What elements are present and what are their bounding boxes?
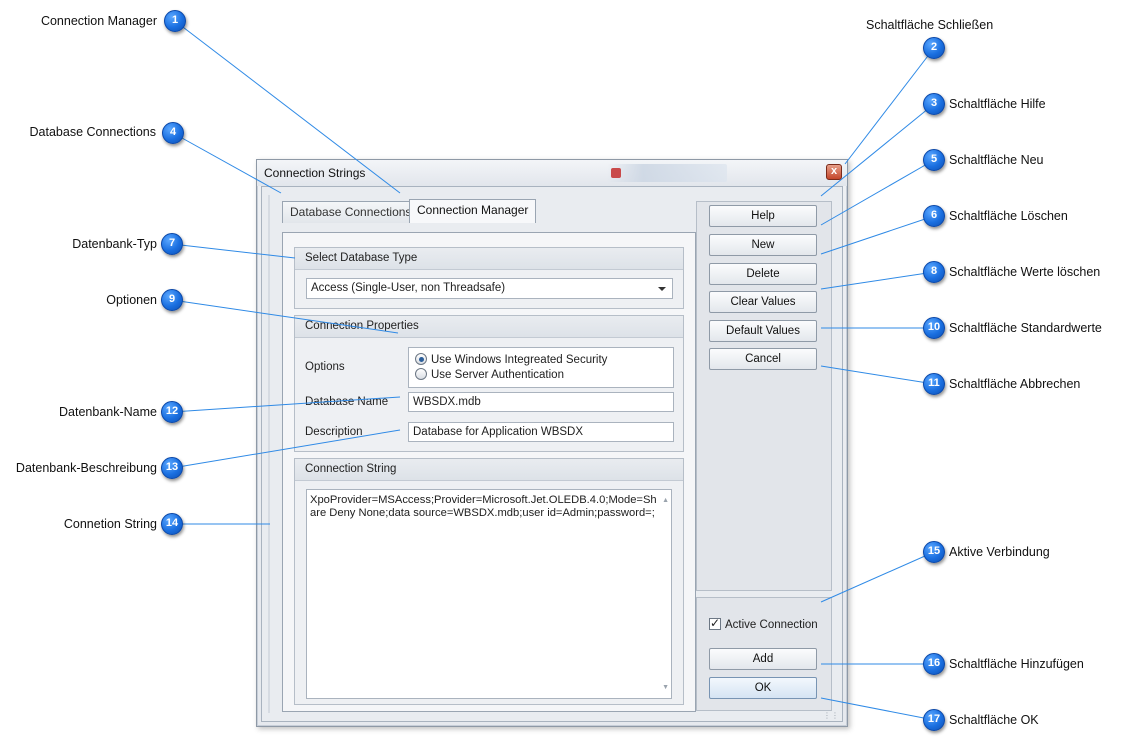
callout-label: Datenbank-Typ (72, 237, 157, 251)
radio-label: Use Windows Integreated Security (431, 354, 608, 366)
confirm-panel: Active Connection Add OK (696, 597, 832, 711)
database-type-select[interactable]: Access (Single-User, non Threadsafe) (306, 278, 673, 299)
callout-number: 12 (161, 401, 183, 423)
callout-label: Schaltfläche Hilfe (949, 97, 1046, 111)
window-title: Connection Strings (264, 166, 366, 180)
delete-button[interactable]: Delete (709, 263, 817, 285)
select-database-type-group: Select Database Type Access (Single-User… (294, 247, 684, 309)
ok-button[interactable]: OK (709, 677, 817, 699)
leader-2 (844, 47, 935, 165)
scroll-up-icon[interactable]: ▲ (662, 497, 669, 504)
add-button[interactable]: Add (709, 648, 817, 670)
description-input[interactable]: Database for Application WBSDX (408, 422, 674, 442)
database-name-input[interactable]: WBSDX.mdb (408, 392, 674, 412)
callout-number: 2 (923, 37, 945, 59)
background-window-ghost (607, 164, 727, 182)
cancel-button[interactable]: Cancel (709, 348, 817, 370)
tab-database-connections[interactable]: Database Connections (282, 201, 420, 223)
callout-number: 10 (923, 317, 945, 339)
close-button[interactable]: x (826, 164, 842, 180)
connection-manager-page: Select Database Type Access (Single-User… (282, 232, 696, 712)
callout-label: Optionen (106, 293, 157, 307)
callout-label: Connetion String (63, 517, 157, 531)
new-button[interactable]: New (709, 234, 817, 256)
connection-string-value: XpoProvider=MSAccess;Provider=Microsoft.… (310, 494, 657, 519)
callout-number: 5 (923, 149, 945, 171)
connection-properties-group: Connection Properties Options Use Window… (294, 315, 684, 452)
active-connection-label: Active Connection (725, 619, 818, 631)
radio-unselected-icon (415, 368, 427, 380)
callout-label: Schaltfläche Neu (949, 153, 1044, 167)
connection-string-textarea[interactable]: XpoProvider=MSAccess;Provider=Microsoft.… (306, 489, 672, 699)
group-header: Connection Properties (295, 316, 683, 338)
radio-selected-icon (415, 353, 427, 365)
callout-label: Datenbank-Beschreibung (15, 461, 157, 475)
callout-number: 14 (161, 513, 183, 535)
callout-number: 1 (164, 10, 186, 32)
radio-windows-security[interactable]: Use Windows Integreated Security (415, 353, 607, 368)
callout-label: Schaltfläche Werte löschen (949, 265, 1101, 279)
radio-server-auth[interactable]: Use Server Authentication (415, 368, 564, 383)
connection-string-group: Connection String XpoProvider=MSAccess;P… (294, 458, 684, 705)
callout-number: 13 (161, 457, 183, 479)
default-values-button[interactable]: Default Values (709, 320, 817, 342)
callout-number: 4 (162, 122, 184, 144)
callout-number: 6 (923, 205, 945, 227)
callout-number: 15 (923, 541, 945, 563)
action-button-panel: Help New Delete Clear Values Default Val… (696, 201, 832, 591)
callout-label: Datenbank-Name (59, 405, 157, 419)
callout-label: Connection Manager (40, 14, 157, 28)
callout-number: 16 (923, 653, 945, 675)
callout-number: 3 (923, 93, 945, 115)
description-label: Description (305, 426, 363, 438)
frame-divider (268, 195, 270, 713)
callout-number: 11 (923, 373, 945, 395)
group-header: Select Database Type (295, 248, 683, 270)
title-bar[interactable]: Connection Strings x (257, 160, 847, 186)
radio-label: Use Server Authentication (431, 369, 564, 381)
group-header: Connection String (295, 459, 683, 481)
callout-label: Schaltfläche Abbrechen (949, 377, 1081, 391)
callout-number: 17 (923, 709, 945, 731)
callout-number: 8 (923, 261, 945, 283)
callout-number: 7 (161, 233, 183, 255)
resize-grip-icon[interactable]: ⋮⋮ (823, 711, 839, 720)
checkbox-checked-icon (709, 616, 721, 630)
callout-label: Schaltfläche Löschen (949, 209, 1068, 223)
callout-number: 9 (161, 289, 183, 311)
options-label: Options (305, 361, 345, 373)
callout-label: Aktive Verbindung (949, 545, 1050, 559)
database-name-label: Database Name (305, 396, 389, 408)
callout-label: Schaltfläche Hinzufügen (949, 657, 1084, 671)
callout-label: Database Connections (29, 125, 156, 139)
clear-values-button[interactable]: Clear Values (709, 291, 817, 313)
callout-label: Schaltfläche OK (949, 713, 1039, 727)
active-connection-checkbox[interactable]: Active Connection (709, 616, 818, 632)
close-icon: x (830, 165, 838, 177)
scroll-down-icon[interactable]: ▼ (662, 684, 669, 691)
tab-connection-manager[interactable]: Connection Manager (409, 199, 537, 223)
help-button[interactable]: Help (709, 205, 817, 227)
chevron-down-icon (658, 287, 666, 291)
callout-label: Schaltfläche Schließen (866, 18, 994, 32)
database-type-value: Access (Single-User, non Threadsafe) (311, 282, 506, 294)
dialog-client-area: Database Connections Connection Manager … (261, 186, 843, 722)
ghost-app-icon (611, 168, 621, 178)
options-radio-group: Use Windows Integreated Security Use Ser… (408, 347, 674, 388)
connection-strings-dialog: Connection Strings x Database Connection… (256, 159, 848, 727)
callout-label: Schaltfläche Standardwerte (949, 321, 1102, 335)
